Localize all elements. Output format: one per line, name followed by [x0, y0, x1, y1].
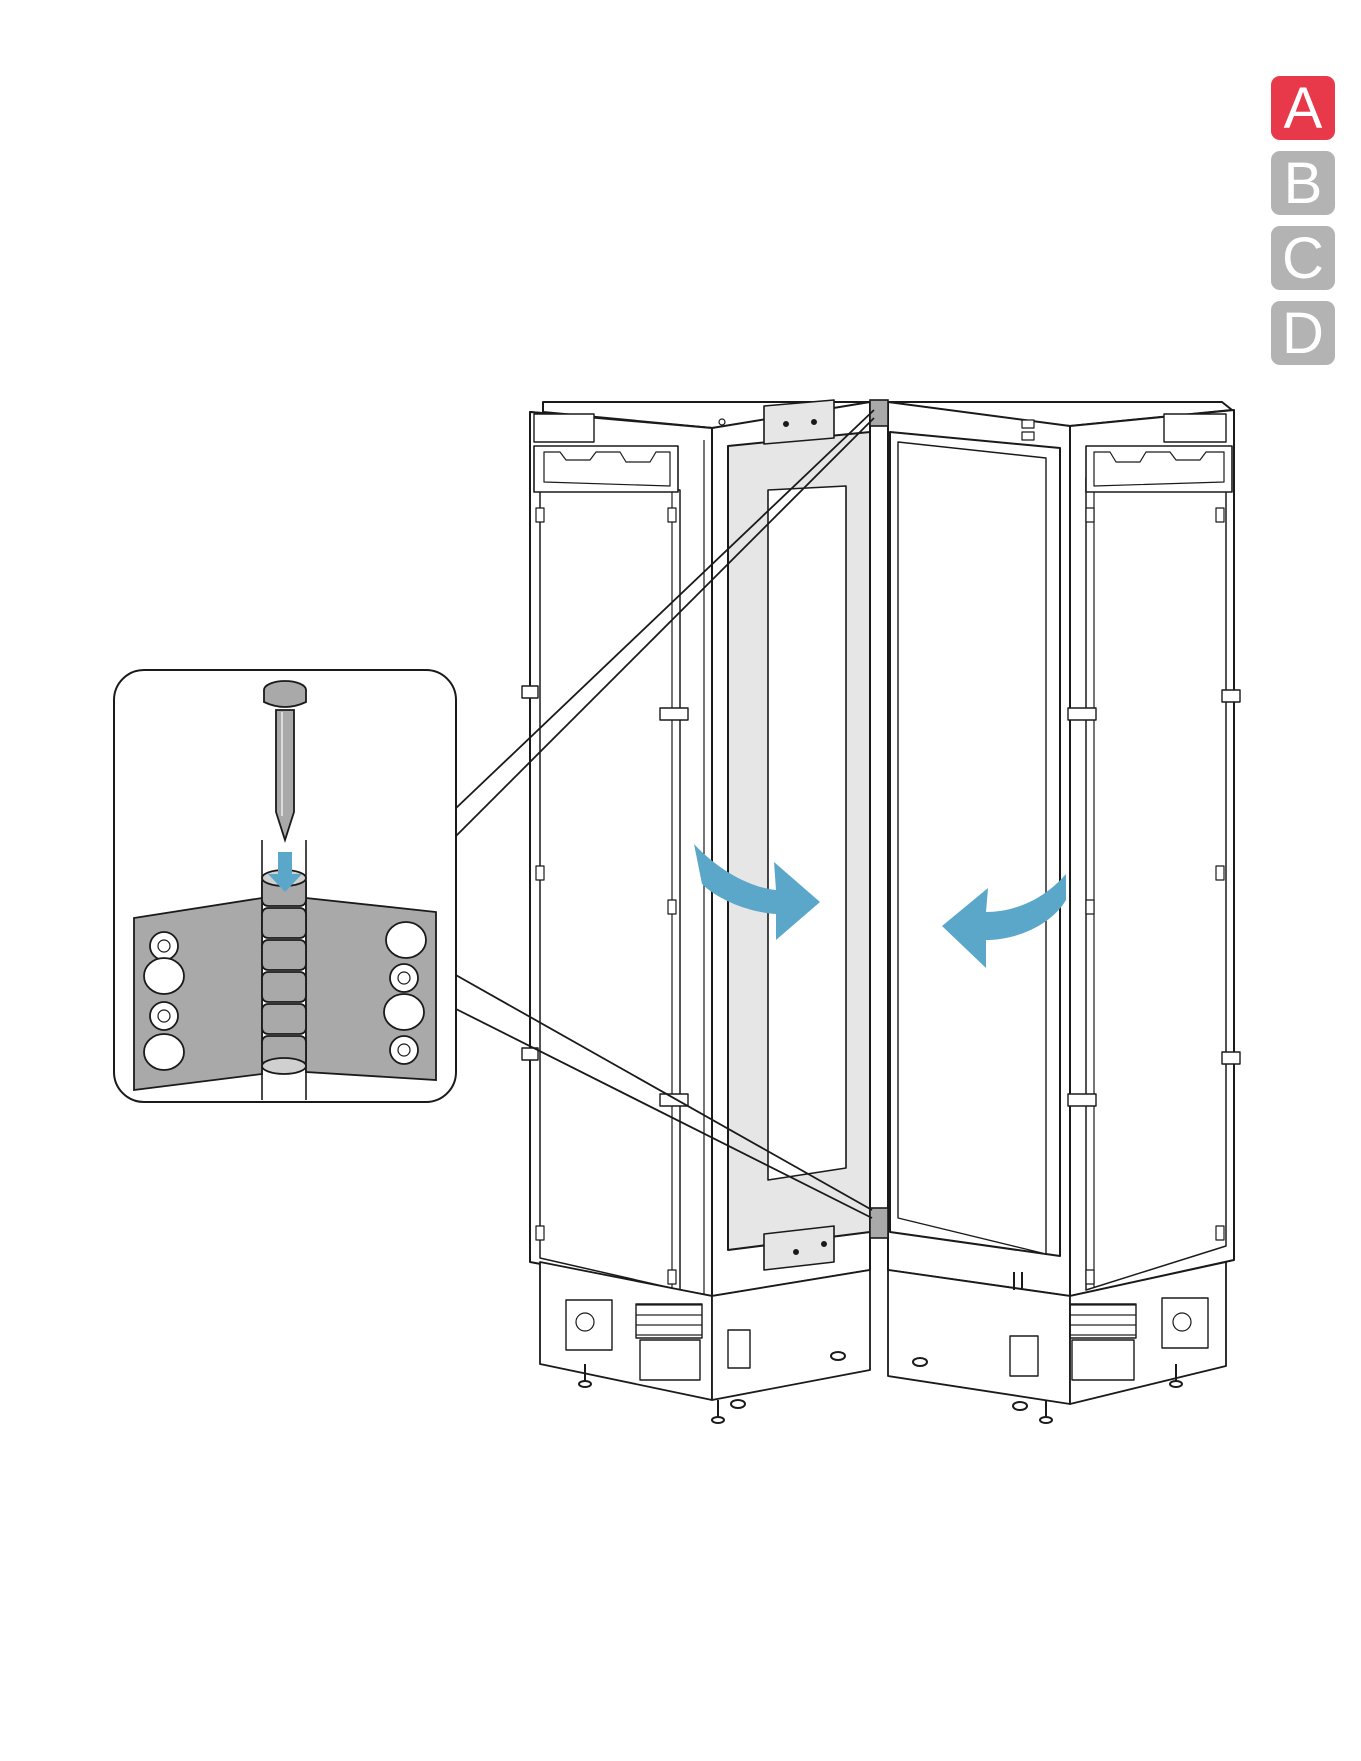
hinge-knuckles — [262, 870, 306, 1074]
left-cabinet — [522, 400, 870, 1423]
hinge-markers — [870, 400, 888, 1238]
hinge-plate-right — [306, 898, 436, 1080]
hinge-plate-left — [134, 898, 262, 1090]
hinge-detail-callout — [114, 670, 456, 1102]
right-cabinet — [888, 402, 1240, 1423]
